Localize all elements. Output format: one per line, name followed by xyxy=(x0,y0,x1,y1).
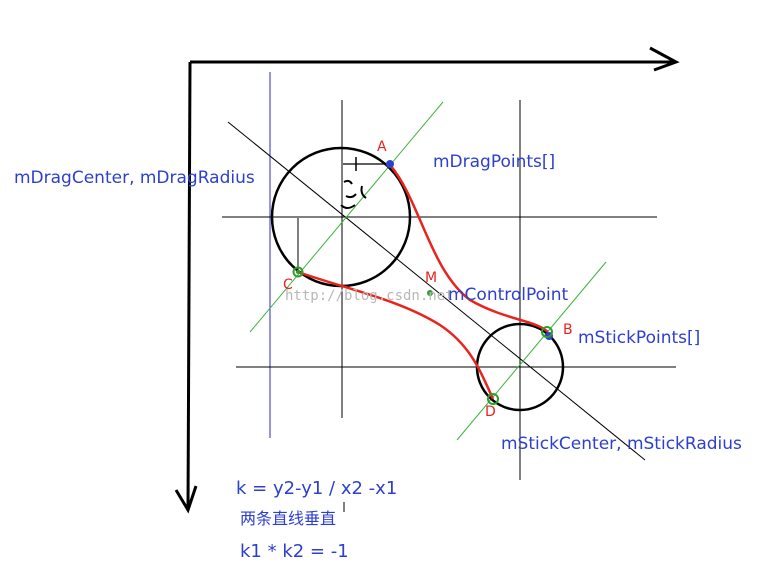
slope-product-formula: k1 * k2 = -1 xyxy=(240,541,349,562)
point-b-label: B xyxy=(563,322,573,338)
stick-points-label: mStickPoints[] xyxy=(578,328,700,348)
point-d-label: D xyxy=(485,404,496,420)
centers-diagonal-line xyxy=(227,121,646,461)
drag-center-label: mDragCenter, mDragRadius xyxy=(14,168,255,188)
x-axis-arrowhead xyxy=(649,46,680,72)
slope-formula: k = y2-y1 / x2 -x1 xyxy=(236,478,397,499)
angle-annotation-marks xyxy=(340,157,385,209)
stick-tangent-line xyxy=(456,261,607,441)
point-c-dot xyxy=(296,270,300,274)
point-m-marker xyxy=(427,290,433,296)
control-point-label: mControlPoint xyxy=(448,285,569,305)
point-a-marker xyxy=(386,160,394,168)
upper-bezier-curve xyxy=(389,164,549,333)
angle-arc-mark-1 xyxy=(343,179,353,185)
point-c-label: C xyxy=(283,277,293,293)
drag-tangent-line xyxy=(249,101,444,333)
point-d-marker xyxy=(487,393,499,405)
point-a-label: A xyxy=(377,139,387,155)
y-axis xyxy=(186,61,192,511)
point-c-marker xyxy=(292,266,304,278)
lower-bezier-curve xyxy=(297,270,495,400)
angle-arc-mark-4 xyxy=(340,204,356,209)
perpendicular-note: 两条直线垂直 xyxy=(240,509,336,528)
angle-arc-mark-3 xyxy=(360,185,367,199)
crosshair-guides xyxy=(222,100,676,480)
point-b-ring xyxy=(541,326,553,338)
drag-points-label: mDragPoints[] xyxy=(433,152,555,172)
y-axis-arrowhead xyxy=(174,485,198,514)
point-m-label: M xyxy=(425,270,437,286)
stick-center-label: mStickCenter, mStickRadius xyxy=(501,434,742,454)
watermark: http://blog.csdn.net xyxy=(285,288,454,304)
coordinate-axes xyxy=(174,46,680,514)
angle-arc-mark-2 xyxy=(345,193,357,199)
